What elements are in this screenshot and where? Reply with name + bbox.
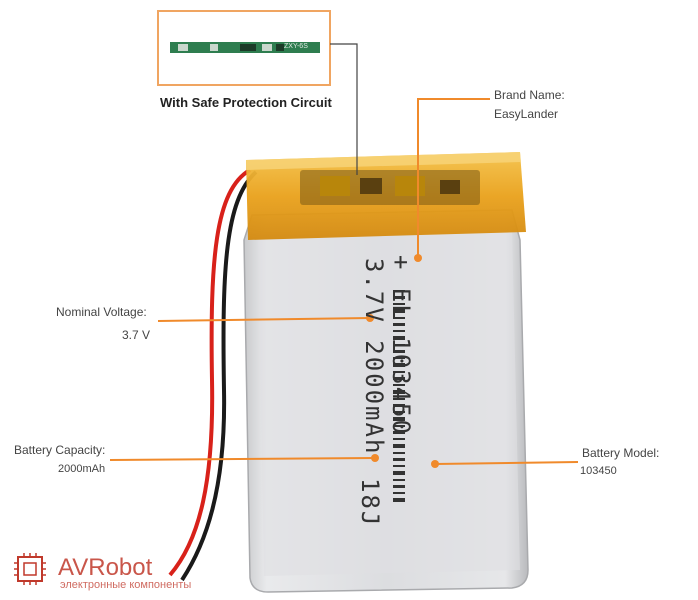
model-label: Battery Model: [582, 446, 660, 460]
battery-print-line3: 18J [356, 478, 384, 528]
avrobot-logo-icon [14, 553, 46, 585]
voltage-label: Nominal Voltage: [56, 305, 147, 319]
model-leader-line [434, 461, 579, 465]
red-wire [168, 168, 252, 577]
capacity-leader-line [109, 457, 376, 461]
capacity-label: Battery Capacity: [14, 443, 106, 457]
black-wire [180, 170, 258, 582]
brand-label: Brand Name: [494, 88, 565, 102]
watermark-name: AVRobot [58, 554, 153, 581]
brand-value: EasyLander [494, 107, 559, 121]
model-value: 103450 [580, 465, 617, 477]
capacity-value: 2000mAh [58, 463, 106, 475]
battery-print-line2: 3.7V 2000mAh [360, 258, 388, 456]
watermark-tagline: электронные компоненты [60, 579, 192, 591]
voltage-value: 3.7 V [122, 328, 151, 342]
voltage-leader-line [157, 317, 371, 322]
battery-print-line1: + EL 103450 [387, 255, 415, 436]
battery-barcode [393, 290, 405, 502]
brand-leader-line [417, 98, 490, 258]
pcb-marking: ZXY-6S [284, 43, 308, 50]
pcb-caption: With Safe Protection Circuit [160, 95, 332, 110]
